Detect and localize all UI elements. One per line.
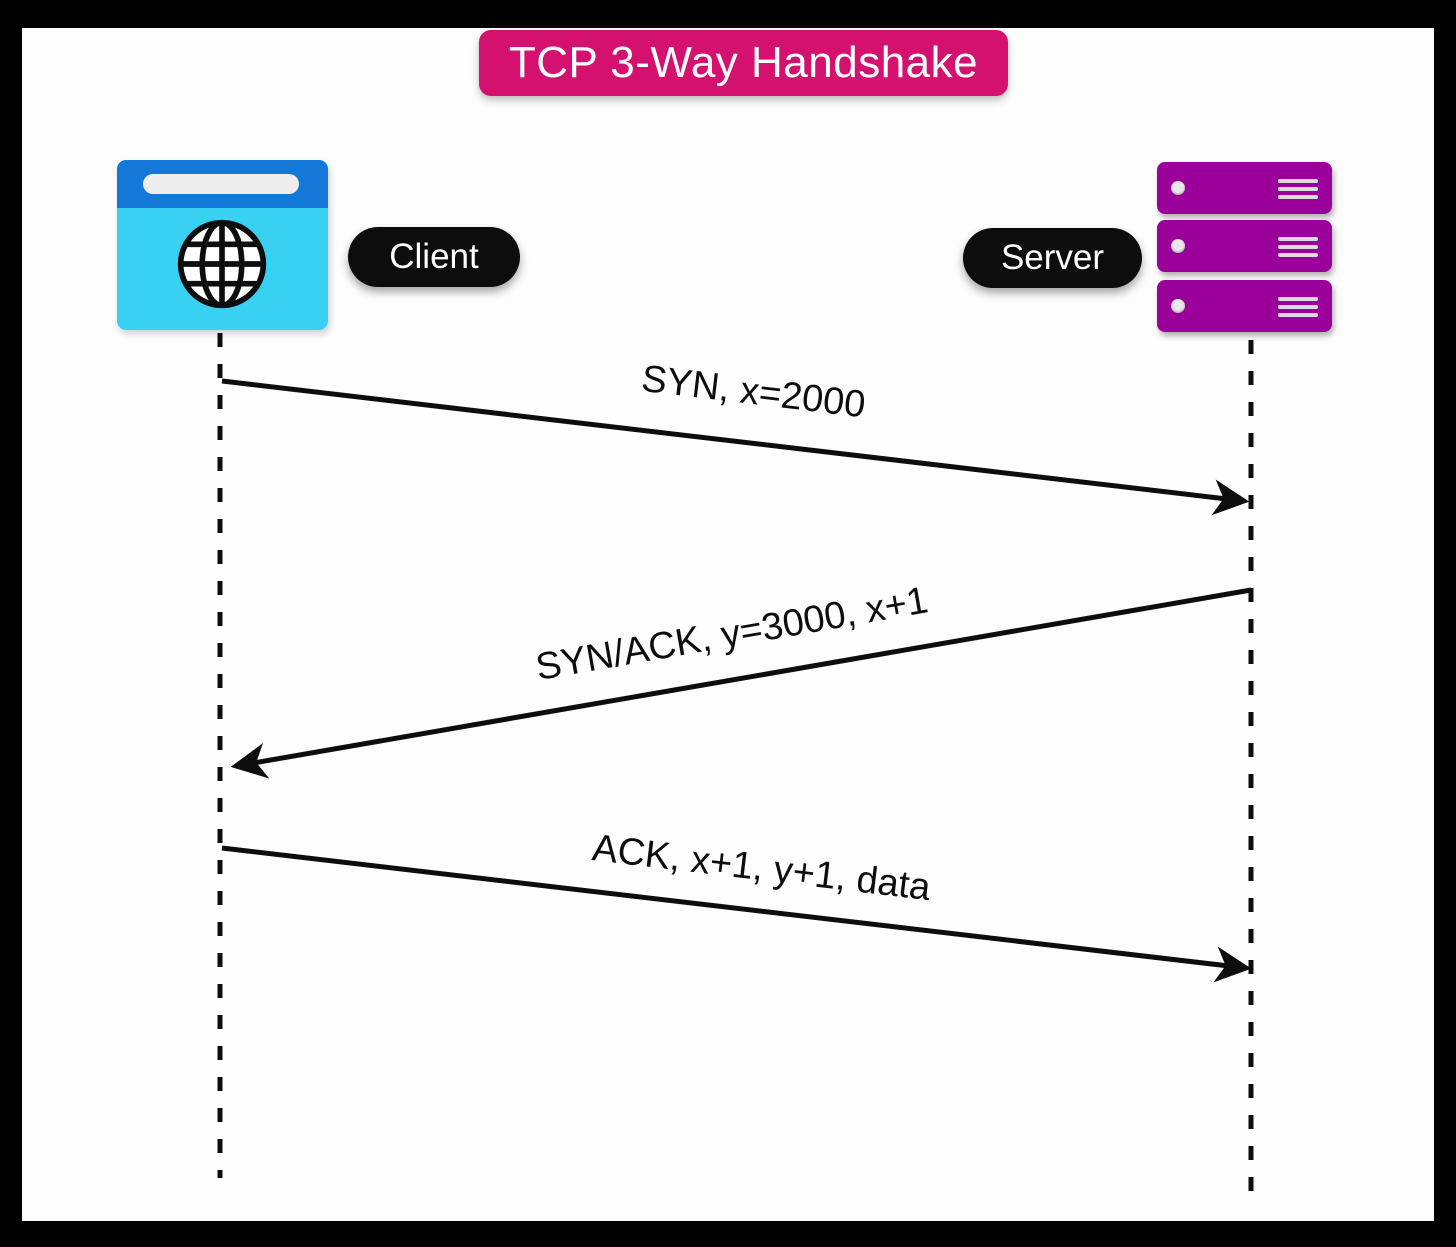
server-unit-icon xyxy=(1157,220,1332,272)
server-led-icon xyxy=(1171,299,1185,313)
client-browser-icon xyxy=(117,160,328,330)
server-vents-icon xyxy=(1278,237,1318,257)
client-label: Client xyxy=(348,227,520,287)
server-unit-icon xyxy=(1157,280,1332,332)
server-vents-icon xyxy=(1278,179,1318,199)
server-unit-icon xyxy=(1157,162,1332,214)
server-vents-icon xyxy=(1278,297,1318,317)
server-led-icon xyxy=(1171,239,1185,253)
message-label-synack: SYN/ACK, y=3000, x+1 xyxy=(533,579,931,689)
browser-titlebar xyxy=(117,160,328,208)
server-label: Server xyxy=(963,228,1142,288)
globe-icon xyxy=(177,219,267,309)
browser-addressbar xyxy=(143,174,299,194)
message-label-syn: SYN, x=2000 xyxy=(639,358,867,426)
arrow-ack xyxy=(221,845,1252,983)
diagram-title: TCP 3-Way Handshake xyxy=(479,30,1008,96)
server-led-icon xyxy=(1171,181,1185,195)
arrow-syn xyxy=(221,378,1250,516)
arrow-synack xyxy=(230,587,1252,779)
